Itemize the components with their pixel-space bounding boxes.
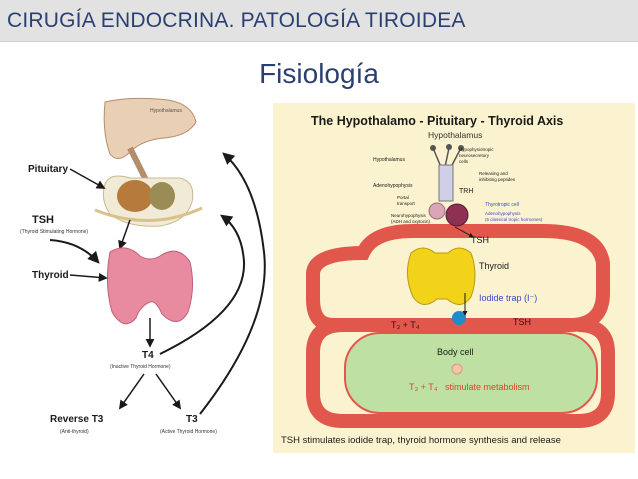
hypothalamus-heading: Hypothalamus: [428, 130, 482, 140]
thyroid-right-label: Thyroid: [479, 261, 509, 271]
stimulate-label: stimulate metabolism: [445, 382, 530, 392]
tsh-right-label: TSH: [513, 317, 531, 327]
t3-t4-left-label: T₃ + T₄: [391, 320, 420, 330]
neurohypophysis-label: Neurohypophysis: [391, 213, 427, 218]
thyroid-schematic: [407, 247, 476, 325]
trh-label: TRH: [459, 188, 473, 195]
neurosecretory-label: neurosecretory: [459, 153, 490, 158]
diagram-title: The Hypothalamo - Pituitary - Thyroid Ax…: [311, 114, 563, 128]
releasing-label: Releasing and: [479, 171, 508, 176]
diagram-caption: TSH stimulates iodide trap, thyroid horm…: [281, 435, 561, 446]
cells-label: cells: [459, 159, 469, 164]
slide-subtitle: Fisiología: [259, 58, 379, 89]
reverse-t3-sub-label: (Anti-thyroid): [60, 429, 89, 435]
hypophysiotropic-label: Hypophysiotropic: [459, 147, 494, 152]
body-cell-nucleus: [451, 363, 463, 375]
slide-header: CIRUGÍA ENDOCRINA. PATOLOGÍA TIROIDEA: [0, 0, 638, 42]
iodide-trap-label: Iodide trap (I⁻): [479, 293, 537, 303]
tsh-label: TSH: [32, 214, 54, 226]
hypothalamus-drawing: Hypothalamus: [103, 97, 197, 182]
hypothalamus-small-label: Hypothalamus: [373, 157, 405, 163]
body-cell-region: [344, 332, 598, 414]
adh-oxytocin-label: (ADH and oxytocin): [391, 219, 431, 224]
adenohypophysis-b-label: Adenohypophysis: [485, 211, 521, 216]
body-cell-label: Body cell: [437, 347, 474, 357]
thyroid-label: Thyroid: [32, 270, 69, 281]
hypothalamus-tag: Hypothalamus: [150, 108, 182, 114]
t3-label: T3: [186, 414, 198, 425]
hpt-axis-illustration: Hypothalamus Pituitary TSH (Thyroid Stim…: [20, 97, 266, 435]
thyroid-drawing: [106, 247, 194, 325]
thyrotropic-cell-label: Thyrotropic cell: [485, 202, 519, 208]
t4-sub-label: (Inactive Thyroid Hormone): [110, 364, 171, 370]
t3-sub-label: (Active Thyroid Hormone): [160, 429, 217, 435]
pituitary-label: Pituitary: [28, 164, 68, 175]
inhibiting-label: inhibiting peptides: [479, 177, 516, 182]
transport-label: transport: [397, 201, 416, 206]
tsh-top-label: TSH: [471, 235, 489, 245]
feedback-loop: [306, 224, 615, 428]
t3-t4-bottom-label: T₃ + T₄: [409, 382, 438, 392]
pituitary-schematic: [428, 144, 474, 238]
classical-label: (5 classical tropic hormones): [485, 217, 543, 222]
reverse-t3-label: Reverse T3: [50, 414, 104, 425]
hpt-axis-diagram: The Hypothalamo - Pituitary - Thyroid Ax…: [273, 103, 635, 453]
pituitary-drawing: [94, 175, 203, 227]
slide-header-title: CIRUGÍA ENDOCRINA. PATOLOGÍA TIROIDEA: [7, 9, 466, 32]
tsh-full-label: (Thyroid Stimulating Hormone): [20, 229, 88, 235]
t4-label: T4: [142, 350, 154, 361]
adenohypophysis-label: Adenohypophysis: [373, 183, 413, 189]
portal-label: Portal: [397, 195, 409, 200]
